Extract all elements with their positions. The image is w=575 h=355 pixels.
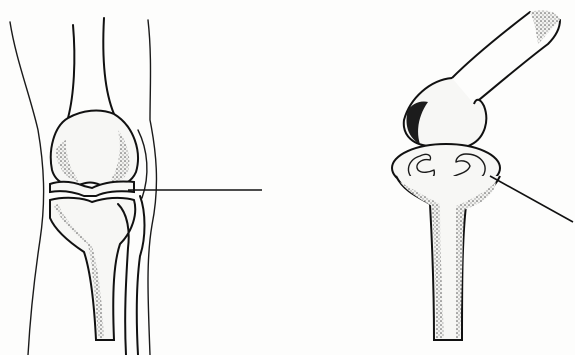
leg-outline-left [10,22,44,355]
tibia-side [396,176,500,340]
tibia-side-shading [400,182,444,338]
leg-outline-right [148,20,156,355]
fibula-right [137,196,145,355]
side-view-figure [392,10,573,340]
femur-shaft-right [103,18,114,114]
side-leader-line [490,176,573,222]
front-view-figure [10,18,262,355]
femur-shaft-left [68,25,74,118]
